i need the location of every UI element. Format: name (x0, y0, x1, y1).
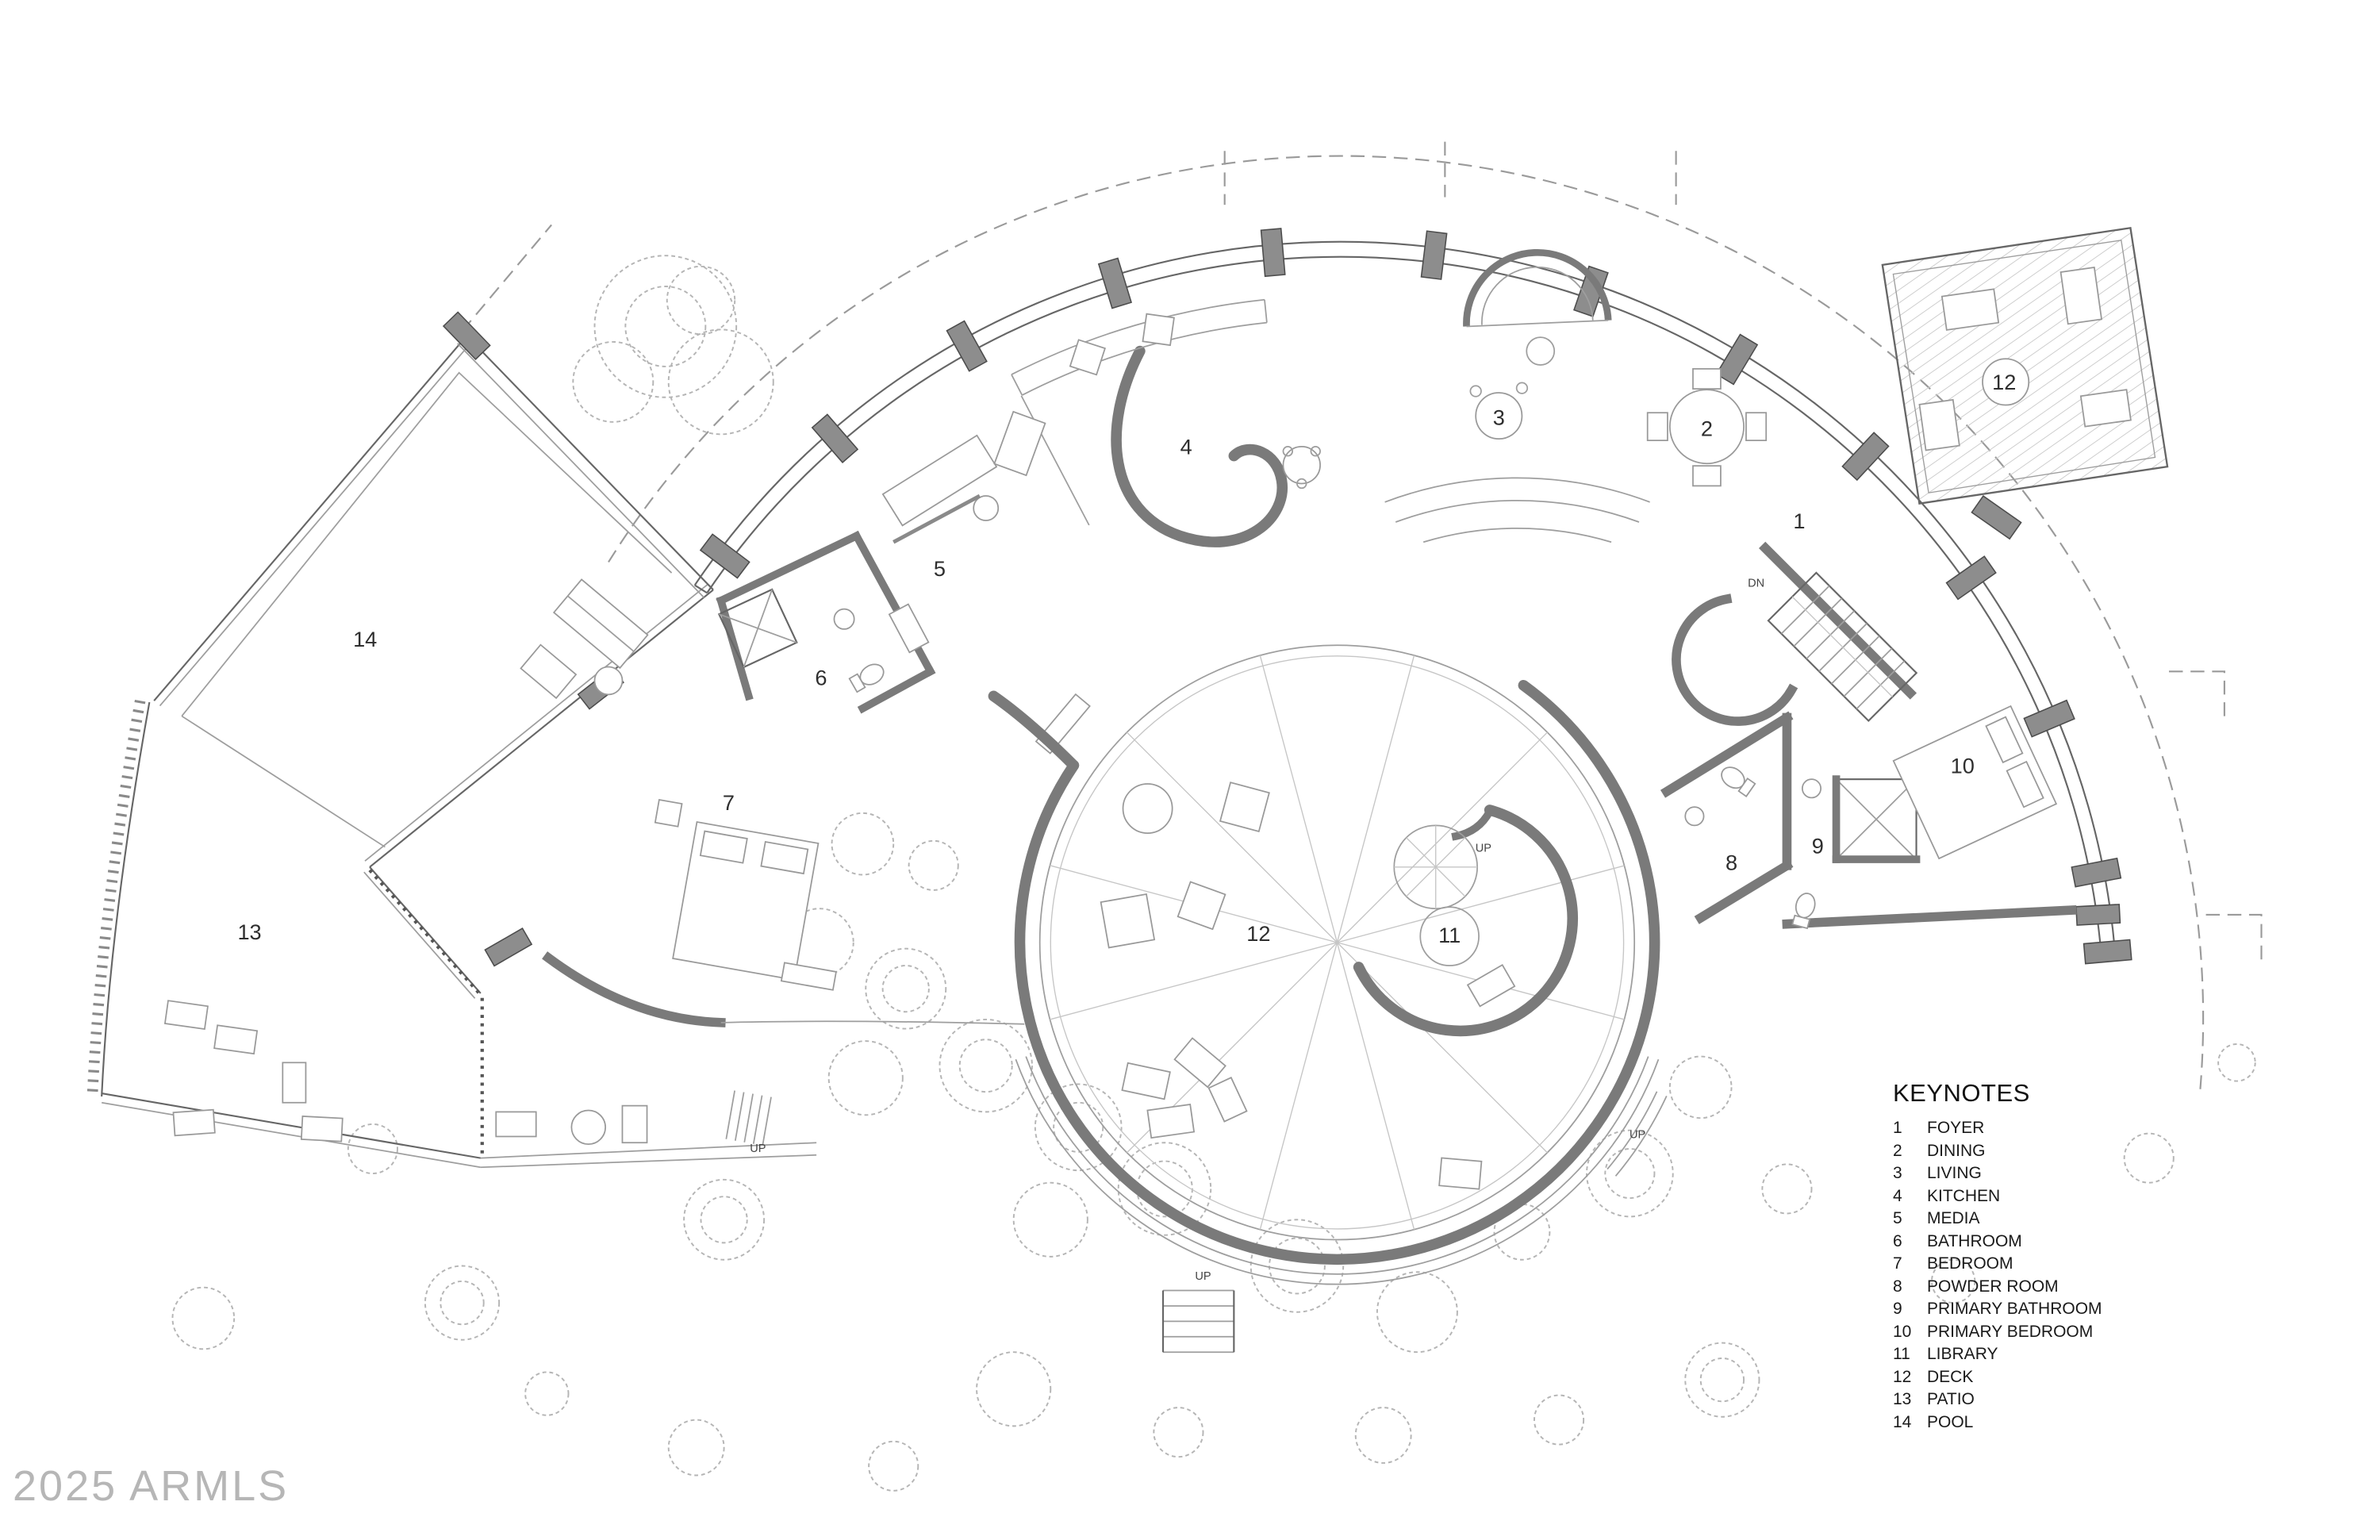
foyer-stairs (1672, 541, 1918, 726)
room-label-powder-room: 8 (1726, 851, 1737, 875)
toilet (1721, 766, 1756, 797)
annotation-labels: DN UP UP UP UP (750, 578, 1764, 1283)
up-label-center: UP (1195, 1270, 1211, 1283)
bedroom (520, 578, 837, 991)
bed (672, 820, 820, 981)
room-label-deck-upper: 12 (1992, 370, 2016, 394)
trees (171, 255, 2256, 1492)
room-label-primary-bedroom: 10 (1951, 753, 1975, 778)
media-room (881, 410, 1046, 544)
shower (717, 588, 798, 669)
kitchen (1011, 298, 1321, 547)
shower (1835, 778, 1917, 861)
spiral-stair (1394, 825, 1478, 909)
toilet (848, 663, 885, 693)
dn-label: DN (1748, 578, 1764, 590)
primary-suite (1660, 705, 2077, 930)
upper-deck (1881, 226, 2169, 505)
up-label-left: UP (750, 1143, 766, 1155)
stair-run (1767, 571, 1918, 723)
room-label-media: 5 (934, 556, 946, 581)
room-label-kitchen: 4 (1180, 435, 1192, 459)
bathroom (716, 530, 936, 714)
central-deck (1015, 644, 1668, 1285)
room-label-foyer: 1 (1793, 509, 1805, 533)
watermark: 2025 ARMLS (13, 1462, 290, 1510)
roof-overhang-lines (461, 141, 2263, 1096)
patio-furniture (163, 1000, 648, 1146)
up-label-right: UP (1630, 1128, 1645, 1141)
pool-patio-area (86, 335, 714, 1169)
garden-steps-left (725, 1090, 772, 1146)
room-label-patio: 13 (237, 920, 261, 944)
library-core (1353, 805, 1578, 1037)
room-label-living: 3 (1493, 405, 1505, 430)
room-label-pool: 14 (353, 627, 377, 651)
room-label-deck-center: 12 (1246, 921, 1270, 946)
toilet (1791, 893, 1816, 930)
room-label-library: 11 (1438, 923, 1461, 947)
spiral-wall (988, 679, 1660, 1265)
legend-title: KEYNOTES (1893, 1079, 2030, 1107)
room-labels: 1 2 3 4 5 6 7 8 9 10 11 12 12 13 14 (237, 370, 2016, 947)
room-label-primary-bathroom: 9 (1812, 833, 1824, 858)
dining-room (1646, 367, 1768, 487)
room-label-bedroom: 7 (723, 790, 735, 815)
primary-bed (1892, 705, 2058, 860)
garden-steps-center (1161, 1289, 1235, 1354)
living-room (1384, 248, 1650, 543)
exterior-paths (480, 1090, 1235, 1354)
room-label-dining: 2 (1701, 416, 1713, 440)
up-label-stair: UP (1476, 842, 1491, 854)
pier-row (442, 228, 2132, 967)
room-label-bathroom: 6 (815, 666, 827, 690)
